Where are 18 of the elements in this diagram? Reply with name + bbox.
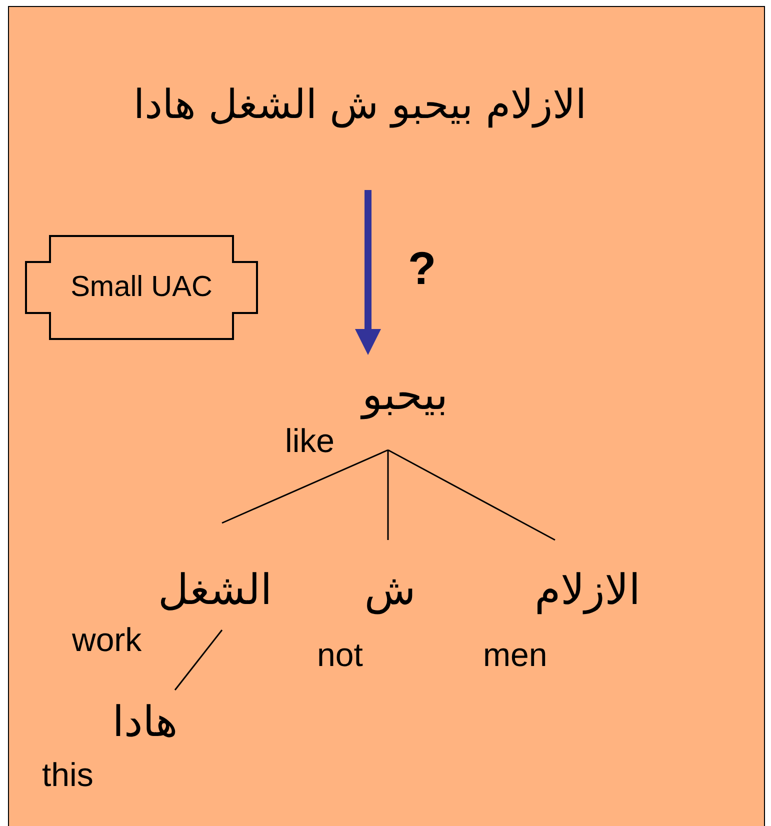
tree-line xyxy=(387,450,389,540)
edge-label: ? xyxy=(408,242,436,292)
tree-line xyxy=(174,630,223,690)
uac-box: Small UAC xyxy=(25,235,258,340)
gloss-text: men xyxy=(483,637,548,673)
gloss-text: work xyxy=(72,622,142,658)
tree-word: الازلام xyxy=(505,540,670,630)
gloss-text: this xyxy=(42,757,94,793)
tree-line xyxy=(222,449,388,524)
tree-word: هادا xyxy=(95,690,195,750)
tree-word: بيحبو xyxy=(335,355,475,450)
arrow xyxy=(355,190,381,355)
sentence-text: الازلام بيحبو ش الشغل هادا xyxy=(40,80,680,190)
tree-word: ش xyxy=(355,540,425,630)
tree-word: الشغل xyxy=(140,523,290,630)
gloss-text: not xyxy=(317,637,363,673)
tree-line xyxy=(388,449,556,541)
gloss-text: like xyxy=(285,423,335,459)
